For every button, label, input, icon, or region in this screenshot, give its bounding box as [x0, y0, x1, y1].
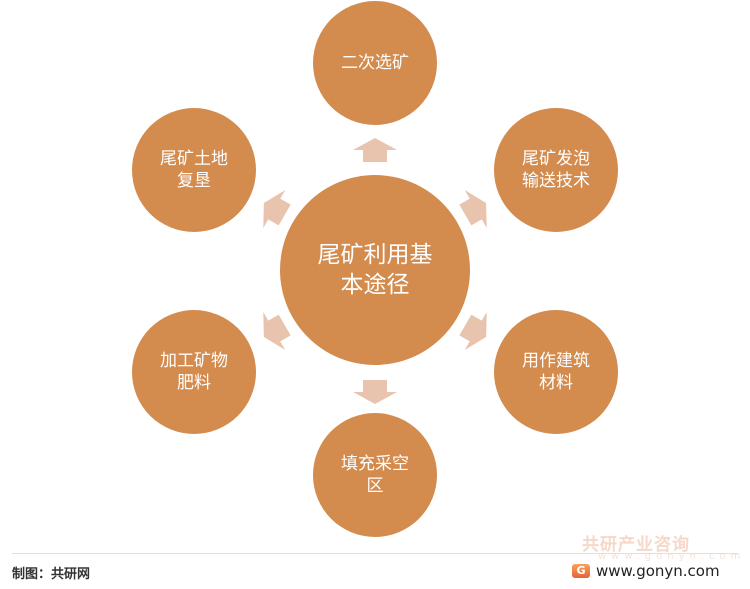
- node-label: 尾矿发泡输送技术: [522, 149, 590, 191]
- watermark: 共研产业咨询: [582, 535, 690, 555]
- credit: 制图：共研网: [12, 567, 91, 582]
- node-label: 二次选矿: [341, 53, 409, 73]
- arrow-up: [353, 138, 397, 162]
- node-upper-right: 尾矿发泡输送技术: [494, 108, 618, 232]
- node-label: 尾矿土地复垦: [160, 149, 228, 191]
- node-lower-right: 用作建筑材料: [494, 310, 618, 434]
- node-label: 用作建筑材料: [522, 351, 590, 393]
- node-bottom: 填充采空区: [313, 413, 437, 537]
- node-label: 填充采空区: [341, 454, 409, 496]
- arrow-lower-right: [454, 305, 498, 357]
- node-lower-left: 加工矿物肥料: [132, 310, 256, 434]
- node-top: 二次选矿: [313, 1, 437, 125]
- arrow-upper-right: [454, 183, 498, 235]
- footer-divider: [12, 553, 738, 554]
- arrow-down: [353, 380, 397, 404]
- node-upper-left: 尾矿土地复垦: [132, 108, 256, 232]
- watermark-url: www.gonyn.com: [598, 551, 746, 562]
- center-node: 尾矿利用基本途径: [280, 175, 470, 365]
- gonyn-logo-icon: G: [572, 564, 590, 578]
- arrow-lower-left: [252, 305, 296, 357]
- center-label: 尾矿利用基本途径: [317, 242, 433, 298]
- site-url: www.gonyn.com: [596, 562, 720, 580]
- node-label: 加工矿物肥料: [160, 351, 228, 393]
